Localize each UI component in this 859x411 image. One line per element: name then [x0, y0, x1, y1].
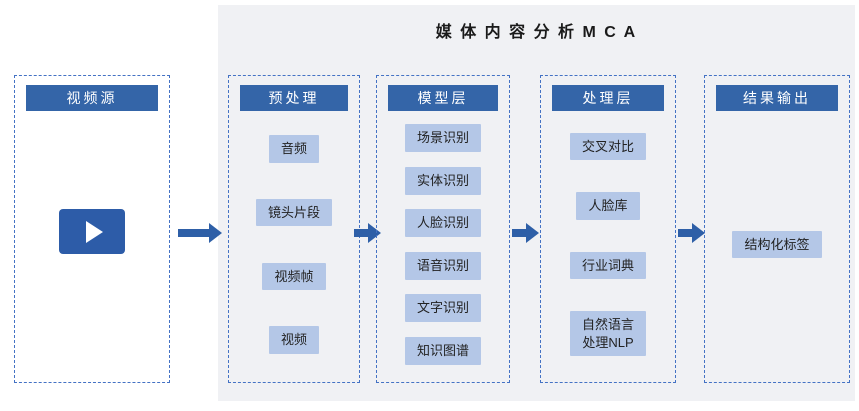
item-knowledge-graph: 知识图谱 [404, 336, 481, 365]
play-button [59, 209, 125, 254]
column-result-output: 结果输出 结构化标签 [704, 75, 850, 383]
item-industry-dictionary: 行业词典 [569, 251, 646, 280]
flow-arrow-icon [178, 223, 222, 243]
item-structured-tags: 结构化标签 [732, 230, 822, 259]
column-processing-layer: 处理层 交叉对比 人脸库 行业词典 自然语言 处理NLP [540, 75, 676, 383]
arrow-shaft [512, 229, 528, 237]
item-cross-compare: 交叉对比 [569, 132, 646, 161]
item-video: 视频 [268, 326, 319, 354]
flow-arrow-icon [354, 223, 381, 243]
arrow-shaft [178, 229, 211, 237]
column-header-model-layer: 模型层 [388, 85, 498, 111]
column-header-result-output: 结果输出 [716, 85, 838, 111]
item-shot-clip: 镜头片段 [255, 198, 332, 227]
column-header-preprocessing: 预处理 [240, 85, 348, 111]
arrow-shaft [354, 229, 370, 237]
flow-arrow-icon [512, 223, 539, 243]
item-entity-recognition: 实体识别 [404, 166, 481, 195]
item-nlp: 自然语言 处理NLP [569, 310, 646, 357]
arrow-head [368, 223, 381, 243]
preprocessing-items: 音频 镜头片段 视频帧 视频 [229, 111, 359, 382]
column-video-source: 视频源 [14, 75, 170, 383]
item-audio: 音频 [268, 135, 319, 163]
arrow-head [209, 223, 222, 243]
column-preprocessing: 预处理 音频 镜头片段 视频帧 视频 [228, 75, 360, 383]
arrow-shaft [678, 229, 694, 237]
diagram-title: 媒 体 内 容 分 析 M C A [435, 24, 638, 41]
item-video-frame: 视频帧 [262, 262, 326, 291]
result-output-items: 结构化标签 [705, 111, 849, 382]
column-header-processing-layer: 处理层 [552, 85, 664, 111]
item-text-recognition: 文字识别 [404, 294, 481, 323]
model-layer-items: 场景识别 实体识别 人脸识别 语音识别 文字识别 知识图谱 [377, 111, 509, 382]
play-icon [86, 220, 103, 243]
item-face-recognition: 人脸识别 [404, 209, 481, 238]
item-scene-recognition: 场景识别 [404, 124, 481, 153]
item-speech-recognition: 语音识别 [404, 251, 481, 280]
flow-arrow-icon [678, 223, 705, 243]
arrow-head [526, 223, 539, 243]
arrow-head [692, 223, 705, 243]
column-model-layer: 模型层 场景识别 实体识别 人脸识别 语音识别 文字识别 知识图谱 [376, 75, 510, 383]
column-header-video-source: 视频源 [26, 85, 158, 111]
item-face-database: 人脸库 [576, 192, 640, 220]
processing-layer-items: 交叉对比 人脸库 行业词典 自然语言 处理NLP [541, 111, 675, 382]
